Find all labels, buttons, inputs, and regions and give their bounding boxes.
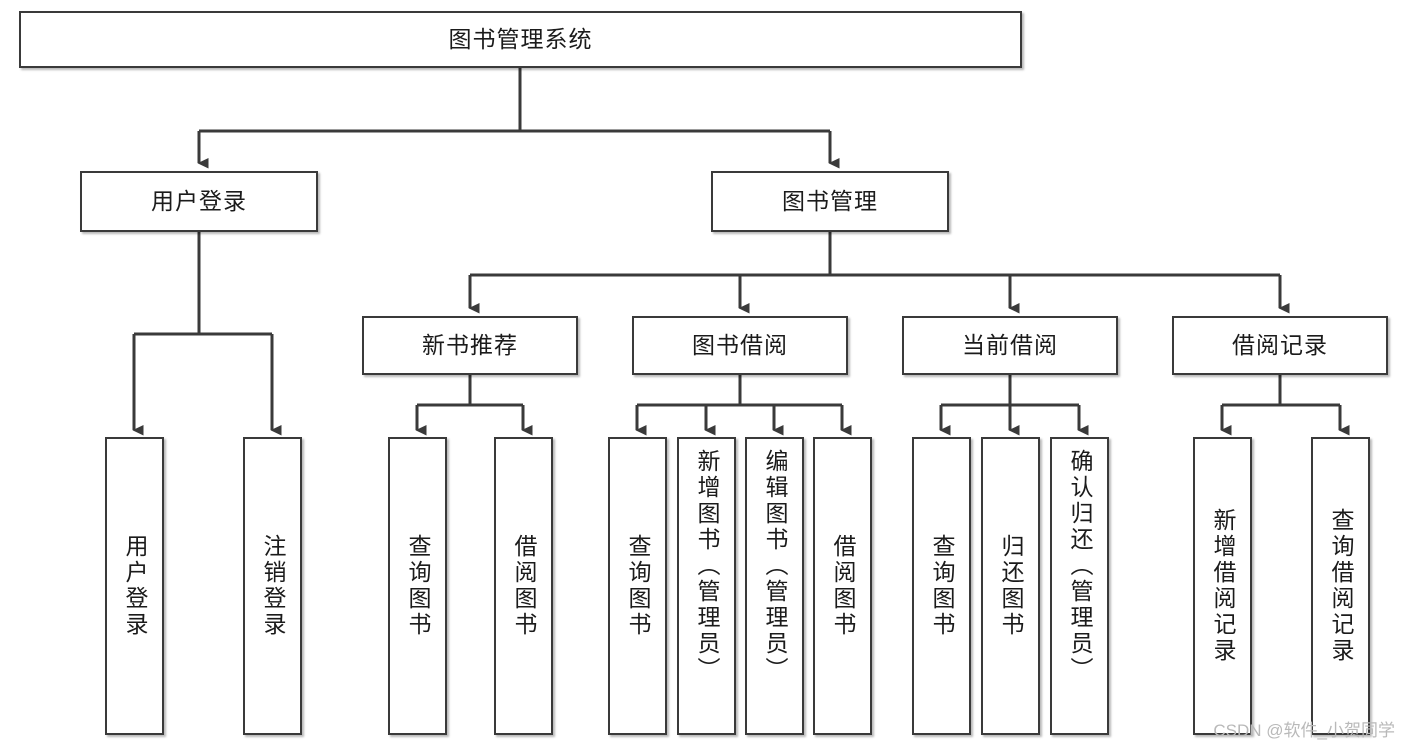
leaf-borrow-book[interactable]: 借阅图书 [813, 437, 872, 735]
node-new-book-recommend[interactable]: 新书推荐 [362, 316, 578, 375]
node-label: 归还图书 [998, 534, 1024, 638]
leaf-add-borrow-record[interactable]: 新增借阅记录 [1193, 437, 1252, 735]
node-label: 图书借阅 [692, 332, 788, 359]
leaf-user-login[interactable]: 用户登录 [105, 437, 164, 735]
node-label: 借阅图书 [830, 534, 856, 638]
node-book-borrow[interactable]: 图书借阅 [632, 316, 848, 375]
leaf-confirm-return-admin[interactable]: 确认归还（管理员） [1050, 437, 1109, 735]
node-label: 借阅图书 [511, 534, 537, 638]
node-label: 新增借阅记录 [1210, 508, 1236, 664]
node-label: 新增图书（管理员） [694, 449, 720, 683]
node-label: 图书管理 [782, 188, 878, 215]
leaf-add-book-admin[interactable]: 新增图书（管理员） [677, 437, 736, 735]
node-label: 新书推荐 [422, 332, 518, 359]
leaf-query-book-current[interactable]: 查询图书 [912, 437, 971, 735]
node-borrow-record[interactable]: 借阅记录 [1172, 316, 1388, 375]
node-label: 图书管理系统 [448, 26, 593, 53]
node-label: 查询借阅记录 [1328, 508, 1354, 664]
node-label: 借阅记录 [1232, 332, 1328, 359]
leaf-query-book-borrow[interactable]: 查询图书 [608, 437, 667, 735]
leaf-logout[interactable]: 注销登录 [243, 437, 302, 735]
node-label: 查询图书 [405, 534, 431, 638]
node-label: 查询图书 [625, 534, 651, 638]
node-user-login[interactable]: 用户登录 [80, 171, 318, 232]
node-label: 查询图书 [929, 534, 955, 638]
leaf-query-book-recommend[interactable]: 查询图书 [388, 437, 447, 735]
leaf-borrow-book-recommend[interactable]: 借阅图书 [494, 437, 553, 735]
node-label: 注销登录 [260, 534, 286, 638]
leaf-edit-book-admin[interactable]: 编辑图书（管理员） [745, 437, 804, 735]
node-label: 用户登录 [122, 534, 148, 638]
node-label: 用户登录 [151, 188, 247, 215]
node-current-borrow[interactable]: 当前借阅 [902, 316, 1118, 375]
leaf-return-book[interactable]: 归还图书 [981, 437, 1040, 735]
leaf-query-borrow-record[interactable]: 查询借阅记录 [1311, 437, 1370, 735]
node-root-system[interactable]: 图书管理系统 [19, 11, 1022, 68]
node-label: 当前借阅 [962, 332, 1058, 359]
node-label: 确认归还（管理员） [1067, 449, 1093, 683]
csdn-watermark: CSDN @软件_小贺同学 [1213, 721, 1395, 740]
node-book-management[interactable]: 图书管理 [711, 171, 949, 232]
node-label: 编辑图书（管理员） [762, 449, 788, 683]
